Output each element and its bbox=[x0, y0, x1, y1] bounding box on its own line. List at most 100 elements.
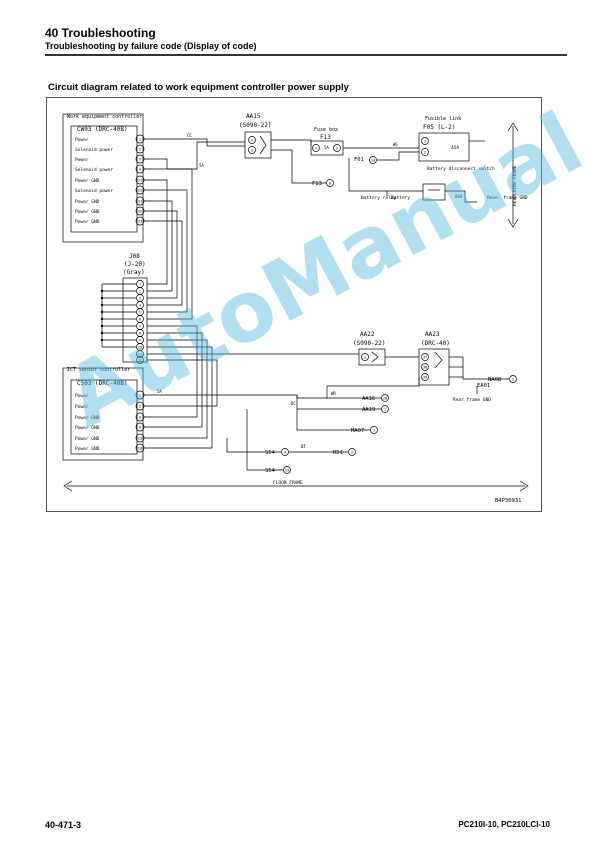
ma07-label: MA07 bbox=[351, 428, 364, 434]
pin-number: 6 bbox=[139, 317, 141, 321]
aa15-label: AA15 bbox=[246, 113, 261, 120]
aa22-type: (S090-22) bbox=[353, 340, 386, 347]
battery-disconnect-label: Battery disconnect switch bbox=[427, 166, 495, 172]
wec-pin-label: Power bbox=[75, 157, 89, 163]
page-title: 40 Troubleshooting bbox=[45, 26, 156, 40]
aa19-label: AA19 bbox=[362, 407, 375, 413]
pin-number: 2 bbox=[251, 138, 253, 143]
pin-number: 33 bbox=[138, 219, 143, 224]
pin-number: 31 bbox=[138, 199, 143, 204]
j08-color: (Gray) bbox=[123, 269, 145, 276]
c503-pin-label: Power bbox=[75, 393, 89, 399]
wec-connector: CW03 (DRC-40B) bbox=[77, 126, 128, 133]
wec-pin-label: Solenoid power bbox=[75, 167, 113, 173]
j08-label: J08 bbox=[129, 253, 140, 260]
pin-number: 22 bbox=[138, 188, 143, 193]
pin-number: 3 bbox=[139, 415, 141, 420]
diagram-code: B4P30931 bbox=[495, 498, 522, 504]
r51-label: R51 bbox=[333, 450, 343, 456]
pin-number: 2 bbox=[139, 404, 141, 409]
battery-disconnect-switch bbox=[422, 183, 446, 201]
fusible-link-label: Fusible link bbox=[425, 116, 461, 122]
wire-label: 5A bbox=[199, 163, 204, 168]
fusible-link-box bbox=[418, 132, 470, 162]
wire-label: 5A bbox=[157, 389, 162, 394]
j08-pin-circles bbox=[136, 280, 144, 364]
pin-number: 1 bbox=[139, 137, 142, 142]
aa15-type: (S090-22) bbox=[239, 122, 272, 129]
battery-label: Battery bbox=[391, 195, 410, 201]
aa16-label: AA16 bbox=[362, 396, 375, 402]
aa23-type: (DRC-40) bbox=[421, 340, 450, 347]
pin-number: 8 bbox=[329, 181, 332, 186]
wire-label: 60A bbox=[455, 194, 463, 199]
aa23-label: AA23 bbox=[425, 331, 440, 338]
c503-pin-label: Power GND bbox=[75, 425, 100, 431]
pin-number: 12 bbox=[138, 358, 142, 362]
pin-number: 1 bbox=[315, 146, 318, 151]
j08-connector bbox=[122, 277, 148, 363]
pin-number: 1 bbox=[251, 148, 254, 153]
aa15-connector bbox=[244, 131, 272, 159]
ict-label: ICT sensor controller bbox=[67, 367, 130, 373]
s54a-label: S54 bbox=[265, 450, 276, 456]
f13-label: F13 bbox=[320, 134, 331, 141]
pin-number: 4 bbox=[139, 303, 141, 307]
pin-number: 13 bbox=[285, 468, 289, 472]
wec-pin-label: Power GND bbox=[75, 209, 100, 215]
pin-number: 1 bbox=[139, 282, 141, 286]
wire-label: DC bbox=[291, 401, 296, 406]
j08-pin-numbers: 1 2 3 4 5 6 7 8 9 10 11 12 bbox=[138, 282, 142, 362]
pin-number: 8 bbox=[139, 331, 141, 335]
wec-pin-label: Solenoid power bbox=[75, 188, 113, 194]
pin-number: 4 bbox=[139, 425, 142, 430]
pin-number: 39 bbox=[423, 375, 427, 379]
pin-number: 2 bbox=[512, 377, 514, 382]
circuit-diagram-svg: Work equipment controller CW03 (DRC-40B)… bbox=[62, 113, 529, 504]
pin-number: 2 bbox=[336, 146, 338, 151]
pin-number: 2 bbox=[139, 289, 141, 293]
wec-connector-box bbox=[70, 125, 138, 233]
fusible-rating: 45A bbox=[451, 145, 459, 151]
floor-frame-label: FLOOR FRAME bbox=[273, 480, 303, 486]
pin-number: 4 bbox=[139, 167, 142, 172]
section-title: Circuit diagram related to work equipmen… bbox=[48, 82, 349, 93]
pin-number: 5 bbox=[139, 310, 141, 314]
pin-number: 3 bbox=[139, 296, 141, 300]
f01-label: F01 bbox=[354, 157, 364, 163]
header-rule bbox=[45, 54, 567, 56]
c503-pin-label: Power GND bbox=[75, 436, 100, 442]
j08-junction-dots bbox=[100, 289, 104, 342]
pin-number: 2 bbox=[139, 147, 141, 152]
pin-number: 37 bbox=[423, 355, 427, 359]
circuit-diagram: Work equipment controller CW03 (DRC-40B)… bbox=[46, 97, 542, 512]
aa22-label: AA22 bbox=[360, 331, 375, 338]
pin-number: 16 bbox=[138, 446, 143, 451]
pin-number: 1 bbox=[373, 428, 376, 433]
wire-labels: CC 5A WG 5A WR DC BT bbox=[157, 133, 398, 449]
model-name: PC210I-10, PC210LCI-10 bbox=[458, 820, 550, 829]
fuse-rating: 5A bbox=[324, 145, 329, 150]
j08-type: (J-20) bbox=[124, 261, 146, 268]
wec-pin-label: Solenoid power bbox=[75, 147, 113, 153]
pin-number: 3 bbox=[139, 157, 141, 162]
c503-pin-label: Power GND bbox=[75, 415, 100, 421]
c503-pin-numbers: 1 2 3 4 15 16 bbox=[138, 393, 143, 451]
c503-connector-box bbox=[70, 379, 138, 455]
wire-label: CC bbox=[187, 133, 192, 138]
pin-number: 38 bbox=[423, 365, 427, 369]
pin-number: 2 bbox=[424, 150, 426, 155]
pin-number: 10 bbox=[371, 159, 375, 163]
wec-pin-numbers: 1 2 3 4 21 22 31 32 33 bbox=[138, 137, 143, 224]
c503-pin-rows: Power Power Power GND Power GND Power GN… bbox=[75, 393, 100, 452]
pin-number: 15 bbox=[138, 436, 143, 441]
pin-number: 20 bbox=[383, 396, 387, 400]
revo-gnd-label: Revo. frame GND bbox=[487, 195, 528, 201]
c503-connector: C503 (DRC-40B) bbox=[77, 380, 128, 387]
f13-ref-label: F13 bbox=[312, 181, 322, 187]
wire-label: WR bbox=[331, 391, 336, 396]
wec-pin-label: Power bbox=[75, 137, 89, 143]
fuse-box-label: Fuse box bbox=[314, 127, 338, 133]
pin-number: 11 bbox=[138, 352, 142, 356]
wec-label: Work equipment controller bbox=[67, 114, 142, 120]
